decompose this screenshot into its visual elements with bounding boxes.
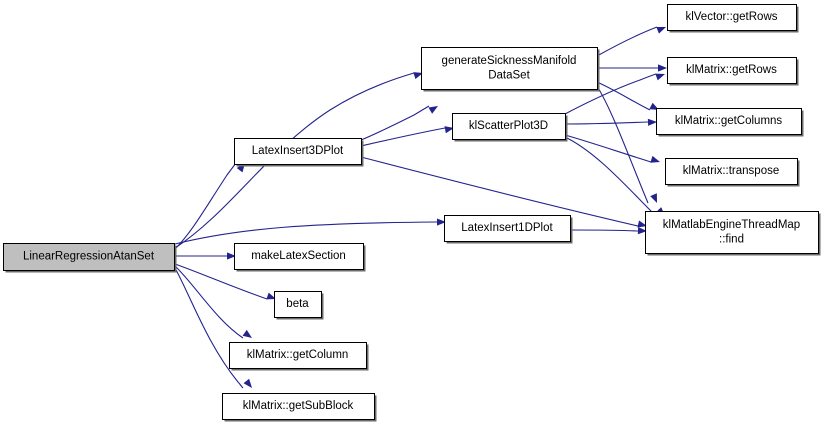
edge-line bbox=[564, 121, 649, 125]
node-label: klMatrix::getRows bbox=[686, 64, 777, 76]
edge-line bbox=[360, 156, 639, 227]
arrowhead-icon bbox=[647, 118, 657, 126]
edge-line bbox=[174, 265, 244, 339]
node-LatexInsert3DPlot[interactable]: LatexInsert3DPlot bbox=[234, 138, 364, 167]
edge-root-to-klMatrixGetColumn bbox=[174, 265, 252, 339]
node-label: klVector::getRows bbox=[685, 11, 777, 23]
edge-root-to-klMatrixGetSubBlock bbox=[174, 267, 252, 389]
node-klMatrixGetColumns[interactable]: klMatrix::getColumns bbox=[656, 108, 804, 137]
arrowhead-icon bbox=[266, 292, 276, 300]
edge-klScatterPlot3D-to-klMatrixGetRows bbox=[564, 73, 665, 115]
node-label: LatexInsert3DPlot bbox=[252, 145, 344, 157]
edge-generateSicknessManifoldDataSet-to-klMatrixGetRows bbox=[597, 64, 667, 72]
arrowhead-icon bbox=[656, 26, 666, 34]
edge-line bbox=[174, 72, 415, 249]
arrowhead-icon bbox=[637, 227, 647, 235]
node-klScatterPlot3D[interactable]: klScatterPlot3D bbox=[452, 113, 568, 142]
edge-root-to-LatexInsert1DPlot bbox=[174, 218, 446, 245]
edge-line bbox=[360, 127, 446, 147]
arrowhead-icon bbox=[444, 126, 454, 134]
arrowhead-icon bbox=[650, 155, 660, 163]
arrowhead-icon bbox=[436, 218, 446, 226]
arrowhead-icon bbox=[243, 378, 252, 388]
node-klMatrixGetSubBlock[interactable]: klMatrix::getSubBlock bbox=[222, 393, 377, 422]
edge-klScatterPlot3D-to-klMatlabEngineThreadMapFind bbox=[564, 136, 665, 217]
node-makeLatexSection[interactable]: makeLatexSection bbox=[234, 243, 366, 272]
edge-LatexInsert3DPlot-to-klScatterPlot3D bbox=[360, 126, 454, 147]
node-box[interactable] bbox=[229, 342, 367, 369]
node-label: klMatlabEngineThreadMap bbox=[663, 219, 800, 231]
node-label: klMatrix::getColumn bbox=[247, 349, 349, 361]
node-box[interactable] bbox=[234, 243, 364, 270]
node-box[interactable] bbox=[421, 47, 598, 90]
node-box[interactable] bbox=[667, 4, 797, 31]
edge-line bbox=[596, 81, 651, 111]
edge-generateSicknessManifoldDataSet-to-klMatlabEngineThreadMapFind bbox=[596, 85, 657, 204]
node-box[interactable] bbox=[222, 393, 375, 420]
node-root[interactable]: LinearRegressionAtanSet bbox=[3, 243, 177, 273]
arrowhead-icon bbox=[637, 220, 647, 228]
arrowhead-icon bbox=[428, 106, 438, 114]
edges-layer bbox=[174, 26, 667, 389]
node-klMatrixGetColumn[interactable]: klMatrix::getColumn bbox=[229, 342, 369, 371]
node-label: klMatrix::getSubBlock bbox=[243, 400, 354, 412]
node-klMatrixTranspose[interactable]: klMatrix::transpose bbox=[665, 158, 800, 187]
node-box[interactable] bbox=[274, 291, 322, 318]
edge-line bbox=[174, 162, 237, 250]
node-box[interactable] bbox=[3, 243, 175, 271]
node-label: LatexInsert1DPlot bbox=[461, 222, 553, 234]
edge-root-to-beta bbox=[174, 263, 276, 300]
node-box[interactable] bbox=[645, 211, 819, 254]
node-LatexInsert1DPlot[interactable]: LatexInsert1DPlot bbox=[444, 215, 573, 244]
node-label: klScatterPlot3D bbox=[469, 120, 548, 132]
edge-line bbox=[564, 134, 652, 163]
edge-klScatterPlot3D-to-klMatrixTranspose bbox=[564, 134, 660, 163]
node-label: makeLatexSection bbox=[251, 250, 346, 262]
arrowhead-icon bbox=[413, 72, 423, 80]
edge-line bbox=[564, 73, 657, 115]
node-box[interactable] bbox=[444, 215, 571, 242]
edge-line bbox=[596, 26, 658, 57]
node-label: LinearRegressionAtanSet bbox=[23, 251, 155, 263]
edge-LatexInsert3DPlot-to-klMatlabEngineThreadMapFind bbox=[360, 156, 647, 228]
node-label: generateSicknessManifold bbox=[442, 55, 577, 67]
node-klVectorGetRows[interactable]: klVector::getRows bbox=[667, 4, 799, 33]
arrowhead-icon bbox=[655, 73, 665, 81]
node-beta[interactable]: beta bbox=[274, 291, 324, 320]
node-box[interactable] bbox=[667, 57, 797, 84]
node-box[interactable] bbox=[665, 158, 798, 185]
node-label: klMatrix::transpose bbox=[683, 165, 780, 177]
node-klMatlabEngineThreadMapFind[interactable]: klMatlabEngineThreadMap::find bbox=[645, 211, 821, 256]
edge-root-to-generateSicknessManifoldDataSet bbox=[174, 72, 423, 249]
edge-line bbox=[174, 263, 268, 300]
edge-generateSicknessManifoldDataSet-to-klVectorGetRows bbox=[596, 26, 666, 57]
edge-generateSicknessManifoldDataSet-to-klMatrixGetColumns bbox=[596, 81, 659, 111]
arrowhead-icon bbox=[227, 252, 236, 260]
node-label: ::find bbox=[719, 233, 744, 245]
edge-root-to-makeLatexSection bbox=[175, 252, 236, 260]
node-label: beta bbox=[286, 298, 309, 310]
edge-LatexInsert3DPlot-to-generateSicknessManifoldDataSet bbox=[360, 105, 438, 141]
node-label: klMatrix::getColumns bbox=[675, 115, 783, 127]
edge-klScatterPlot3D-to-klMatrixGetColumns bbox=[564, 118, 657, 126]
node-klMatrixGetRows[interactable]: klMatrix::getRows bbox=[667, 57, 799, 86]
edge-root-to-LatexInsert3DPlot bbox=[174, 162, 245, 250]
arrowhead-icon bbox=[650, 193, 657, 203]
node-box[interactable] bbox=[656, 108, 802, 135]
edge-line bbox=[569, 229, 639, 232]
arrowhead-icon bbox=[242, 329, 252, 338]
edge-line bbox=[596, 85, 649, 204]
node-label: DataSet bbox=[488, 69, 530, 81]
edge-line bbox=[174, 267, 244, 389]
node-box[interactable] bbox=[452, 113, 566, 140]
edge-line bbox=[360, 105, 430, 141]
arrowhead-icon bbox=[658, 64, 667, 72]
edge-LatexInsert1DPlot-to-klMatlabEngineThreadMapFind bbox=[569, 227, 647, 235]
node-box[interactable] bbox=[234, 138, 362, 165]
nodes-layer: LinearRegressionAtanSet generateSicknessM… bbox=[3, 4, 821, 422]
edge-line bbox=[174, 221, 438, 245]
